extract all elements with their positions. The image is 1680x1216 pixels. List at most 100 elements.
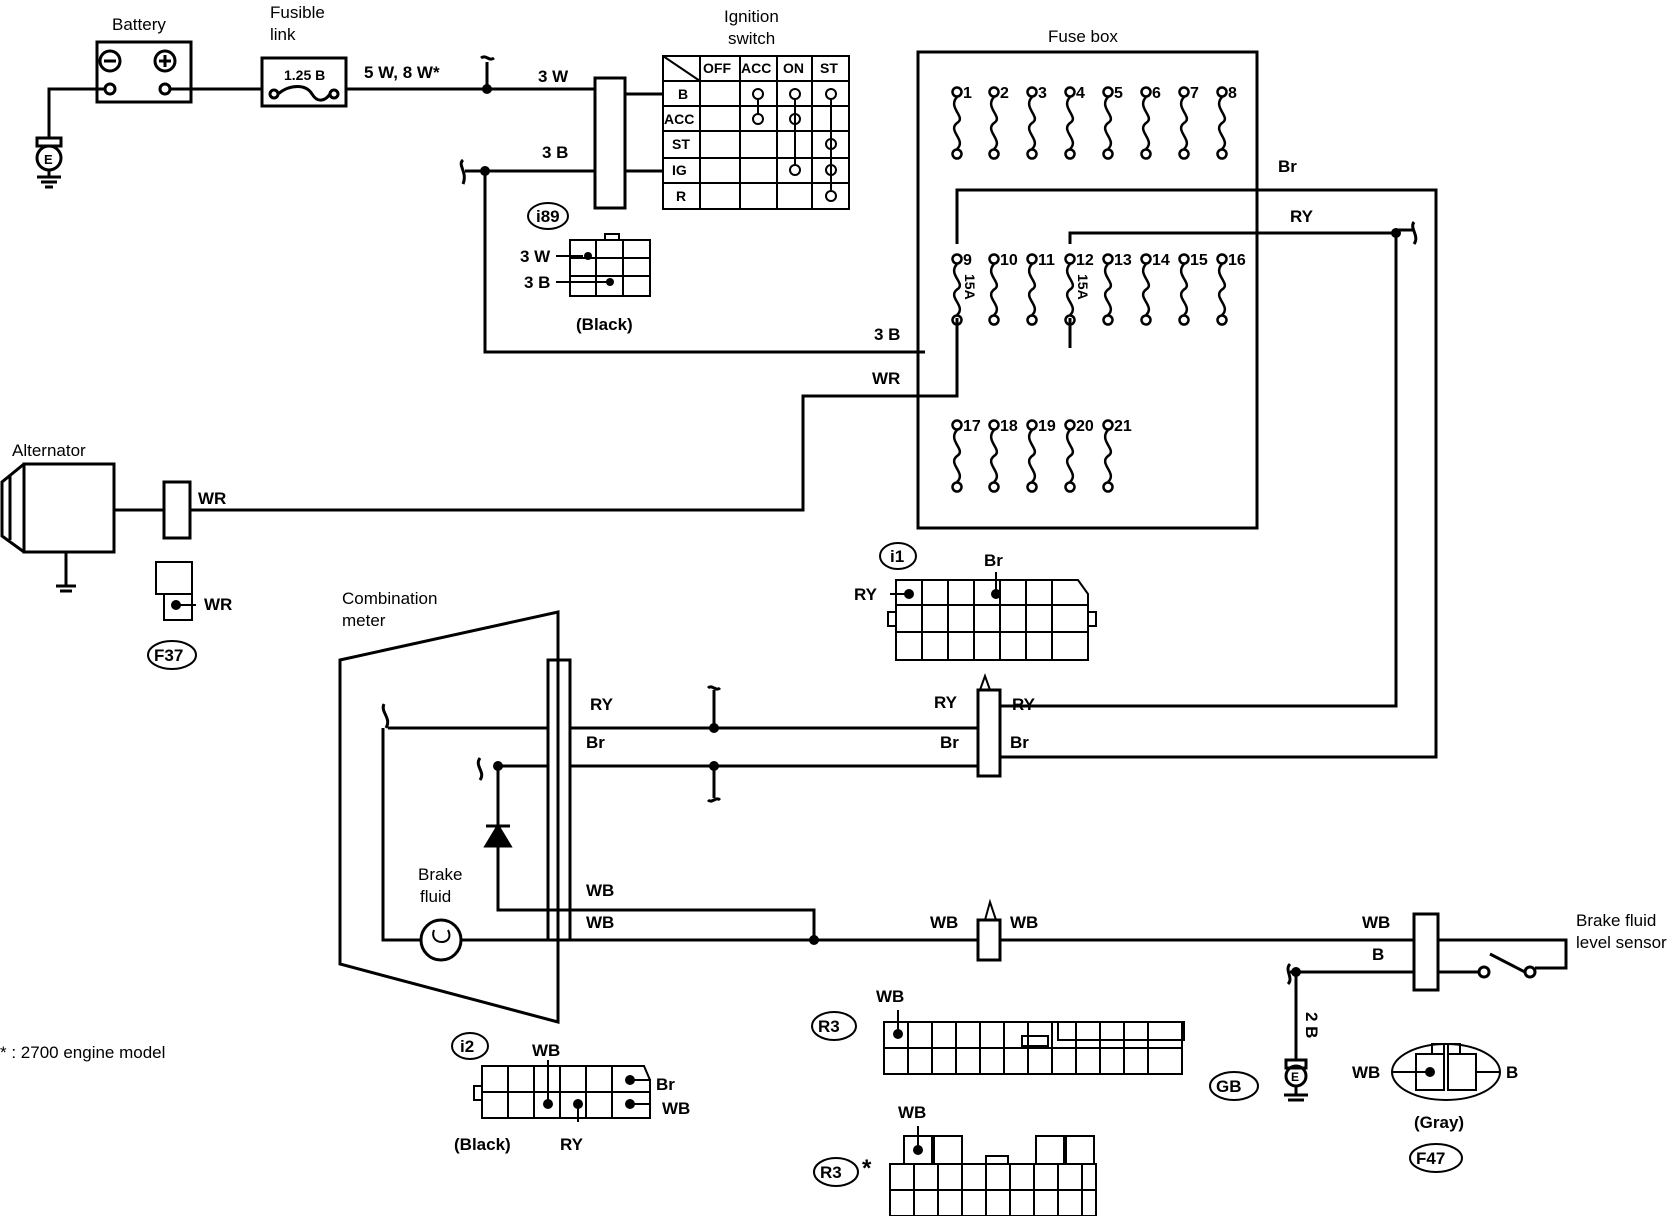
wire-wb-lower: WB: [586, 913, 614, 932]
junction-dots: [480, 84, 1401, 977]
fuse-4: [1064, 86, 1076, 160]
alternator-label: Alternator: [12, 441, 86, 460]
fuse-19: [1026, 419, 1038, 493]
ign-col-acc: ACC: [741, 60, 771, 76]
connector-i1-label: i1: [890, 547, 904, 566]
ign-col-off: OFF: [703, 60, 731, 76]
connector-r3-alt-label: R3: [820, 1163, 842, 1182]
battery-label: Battery: [112, 15, 166, 34]
connector-r3-label: R3: [818, 1017, 840, 1036]
fuse-21: [1102, 419, 1114, 493]
wire-ry-fusebox: RY: [1290, 207, 1314, 226]
footnote: * : 2700 engine model: [0, 1043, 165, 1062]
connector-gb-id: [1209, 1071, 1259, 1101]
fuse-5: [1102, 86, 1114, 160]
fuse-8: [1216, 86, 1228, 160]
wire-br-fusebox: Br: [1278, 157, 1297, 176]
wire-br-meter: Br: [586, 733, 605, 752]
fuse-number-14: 14: [1152, 252, 1170, 269]
fuse-number-16: 16: [1228, 252, 1246, 269]
ignition-switch-table: [662, 55, 850, 210]
fuse-number-6: 6: [1152, 85, 1161, 102]
r3-alt-pin-wb: WB: [898, 1103, 926, 1122]
fuse-box-label: Fuse box: [1048, 27, 1118, 46]
fuse-number-7: 7: [1190, 85, 1199, 102]
fuse-18: [988, 419, 1000, 493]
wire-wb-sensor: WB: [1362, 913, 1390, 932]
fuse-2: [988, 86, 1000, 160]
wire-3w: 3 W: [538, 67, 569, 86]
ignition-contacts: [752, 88, 837, 202]
fuse-17: [951, 419, 963, 493]
wire-wb-upper: WB: [586, 881, 614, 900]
fuse-11: [1026, 253, 1038, 326]
fuse-number-4: 4: [1076, 85, 1085, 102]
connector-r3-alt-mark: *: [862, 1155, 872, 1182]
wire-wr-fusebox: WR: [872, 369, 900, 388]
fuse-12: [1064, 253, 1076, 326]
brake-fluid-gauge: [419, 918, 463, 962]
connector-gb-label: GB: [1216, 1077, 1242, 1096]
i2-pin-ry: RY: [560, 1135, 584, 1154]
ground-symbol-battery: [35, 136, 63, 189]
i1-pin-ry: RY: [854, 585, 878, 604]
fuse-7: [1178, 86, 1190, 160]
battery-ground-e: E: [44, 152, 53, 167]
f47-color: (Gray): [1414, 1113, 1464, 1132]
fuse-20: [1064, 419, 1076, 493]
gb-ground-e: E: [1291, 1070, 1299, 1084]
ign-col-on: ON: [783, 60, 804, 76]
i2-color: (Black): [454, 1135, 511, 1154]
fuse-number-11: 11: [1038, 252, 1055, 269]
ign-row-b: B: [678, 86, 688, 102]
connector-i2-face: [473, 1060, 651, 1122]
wire-3b-fusebox: 3 B: [874, 325, 900, 344]
battery-symbol: [95, 40, 193, 104]
connector-f37-id: [147, 640, 197, 670]
fuse-12-rating: 15A: [1075, 274, 1091, 300]
connector-f37-label: F37: [154, 646, 183, 665]
fuse-number-15: 15: [1190, 252, 1208, 269]
fuse-number-2: 2: [1000, 85, 1009, 102]
fuse-symbols: [951, 86, 1228, 493]
combination-meter-outline: [338, 610, 560, 1024]
wire-ry-splice-left: RY: [934, 693, 958, 712]
fuse-number-9: 9: [963, 252, 972, 269]
fuse-number-21: 21: [1114, 418, 1132, 435]
connector-f37-face: [155, 561, 196, 621]
fusible-link-label-1: Fusible: [270, 3, 325, 22]
connector-f47-id: [1409, 1143, 1463, 1173]
f47-pin-wb: WB: [1352, 1063, 1380, 1082]
combination-meter-label-1: Combination: [342, 589, 437, 608]
alternator-symbol: [0, 462, 116, 593]
r3-pin-wb: WB: [876, 987, 904, 1006]
wire-ry-meter: RY: [590, 695, 614, 714]
wire-br-splice-right: Br: [1010, 733, 1029, 752]
i2-pin-wb2: WB: [662, 1099, 690, 1118]
fuse-9-rating: 15A: [962, 274, 978, 300]
fuse-number-10: 10: [1000, 252, 1018, 269]
ign-col-st: ST: [820, 60, 838, 76]
wire-ry-splice-right: RY: [1012, 695, 1036, 714]
fuse-number-3: 3: [1038, 85, 1047, 102]
fusible-link-symbol: [260, 56, 348, 108]
wire-main-feed: 5 W, 8 W*: [364, 63, 440, 82]
connector-r3-face: [883, 1010, 1185, 1075]
ign-row-st: ST: [672, 136, 690, 152]
fuse-number-17: 17: [963, 418, 981, 435]
brake-sensor-label-1: Brake fluid: [1576, 911, 1656, 930]
fuse-number-8: 8: [1228, 85, 1237, 102]
brake-fluid-label-1: Brake: [418, 865, 462, 884]
wire-2b-ground: 2 B: [1302, 1012, 1321, 1038]
connector-r3-alt-id: [813, 1157, 859, 1187]
wire-wr-alternator: WR: [198, 489, 226, 508]
wire-wb-splice-left: WB: [930, 913, 958, 932]
fuse-number-18: 18: [1000, 418, 1018, 435]
fuse-number-1: 1: [963, 85, 972, 102]
i2-pin-br: Br: [656, 1075, 675, 1094]
ign-row-r: R: [676, 188, 686, 204]
fuse-14: [1140, 253, 1152, 326]
connector-i2-label: i2: [460, 1037, 474, 1056]
connector-i1-face: [887, 572, 1097, 661]
